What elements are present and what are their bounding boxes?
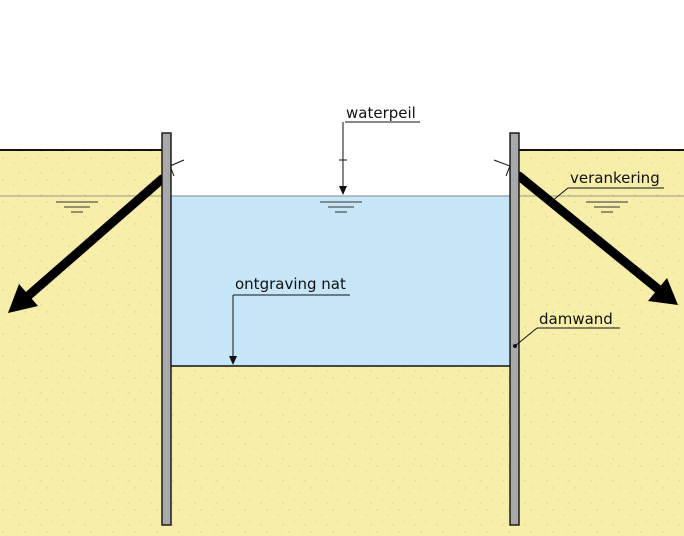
anchor-arrow-right [514, 171, 678, 305]
water-level-icon [320, 201, 362, 213]
anchor-head-right [493, 159, 511, 177]
anchor-head-left [169, 159, 185, 177]
water-level-icon [56, 201, 98, 213]
sheet-pile-right [509, 132, 520, 526]
leader-excavation [232, 294, 350, 358]
anchor-arrow-left [8, 174, 167, 313]
water-level-icon [586, 201, 628, 213]
leader-sheet-pile-dot [513, 344, 517, 348]
leader-excavation-arrowhead [229, 356, 237, 365]
sheet-pile-left [161, 132, 172, 526]
label-sheet-pile: damwand [539, 310, 613, 328]
leader-anchor [551, 187, 664, 202]
label-anchor: verankering [570, 169, 660, 187]
excavation-water [166, 196, 514, 366]
leader-water-level-arrowhead [339, 186, 347, 195]
leader-sheet-pile [514, 327, 620, 347]
label-excavation: ontgraving nat [235, 275, 346, 293]
label-water-level: waterpeil [346, 104, 416, 122]
leader-water-level [342, 121, 420, 188]
